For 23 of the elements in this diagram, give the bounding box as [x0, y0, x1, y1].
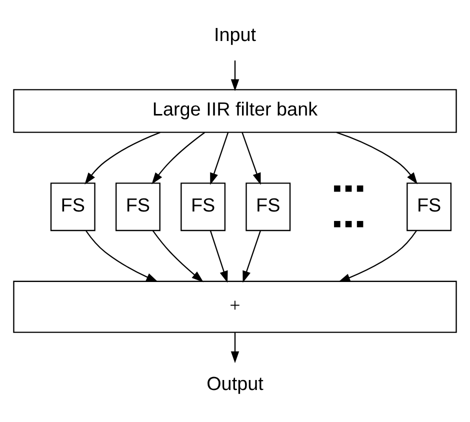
arrow — [242, 230, 262, 283]
arrow — [230, 332, 240, 364]
label: ■ ■ ■ — [333, 180, 364, 196]
node-box: FS — [50, 182, 96, 232]
node-text: Output — [206, 374, 264, 396]
arrow — [210, 132, 229, 185]
arrow — [242, 132, 261, 185]
node-box: + — [13, 280, 457, 333]
node-text: Input — [214, 24, 256, 46]
arrow — [230, 60, 240, 92]
arrow — [338, 230, 417, 282]
arrow — [210, 230, 228, 283]
node-box: FS — [246, 182, 291, 232]
arrow — [152, 230, 204, 282]
arrow — [336, 132, 418, 184]
arrow — [86, 230, 158, 282]
node-box: FS — [180, 182, 226, 232]
node-box: FS — [406, 182, 452, 232]
label: ■ ■ ■ — [333, 216, 364, 231]
node-box: Large IIR filter bank — [13, 89, 457, 133]
arrow — [84, 132, 160, 185]
node-box: FS — [116, 182, 160, 232]
arrow — [152, 132, 206, 184]
